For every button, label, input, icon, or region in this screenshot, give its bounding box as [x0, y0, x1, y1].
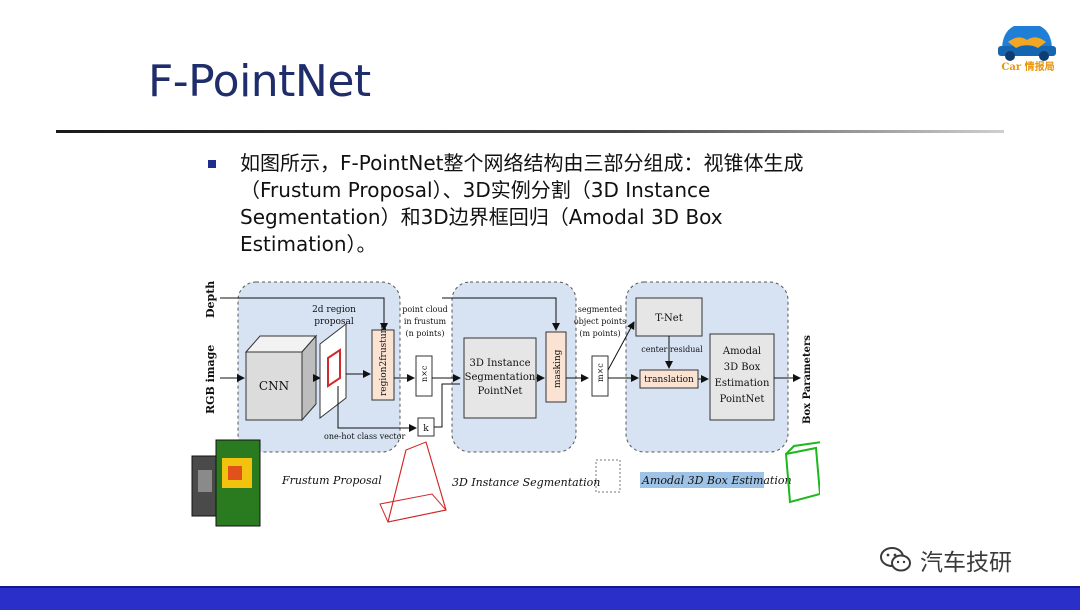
wechat-icon	[880, 547, 911, 572]
skip-to-masking	[442, 297, 560, 331]
bullet-text: 如图所示，F-PointNet整个网络结构由三部分组成：视锥体生成（Frustu…	[240, 151, 804, 256]
segmented-label-2: object points	[574, 317, 626, 326]
center-residual-label: center residual	[641, 345, 703, 354]
masking-label: masking	[553, 349, 563, 388]
cnn-block	[245, 351, 303, 421]
3d-box-wireframe	[784, 446, 820, 504]
mxc-label: m×c	[596, 363, 605, 382]
region-proposal-plane	[319, 322, 347, 420]
point-cloud-label-1: point cloud	[402, 305, 448, 314]
segmentation-label-1: 3D Instance	[469, 358, 530, 369]
region2frustum-block	[371, 329, 395, 401]
translation-label: translation	[644, 375, 694, 385]
cnn-label: CNN	[259, 379, 289, 393]
amodal-label-4: PointNet	[720, 394, 765, 405]
fpointnet-architecture-diagram: Depth RGB image CNN 2d region proposal r…	[191, 281, 820, 527]
nxc-label: n×c	[420, 365, 429, 382]
bottom-bar	[0, 586, 1080, 610]
segmented-label-3: (m points)	[579, 329, 620, 338]
depth-arrow	[220, 297, 388, 331]
watermark: 汽车技研	[880, 544, 1012, 576]
segmentation-pointnet-block	[463, 337, 537, 419]
slide-title: F-PointNet	[148, 56, 371, 107]
segmented-points-sketch	[595, 459, 621, 493]
depth-label: Depth	[204, 281, 217, 318]
amodal-label-3: Estimation	[715, 378, 770, 389]
segmentation-label-3: PointNet	[478, 386, 523, 397]
region-proposal-label-1: 2d region	[312, 305, 356, 315]
region2frustum-label: region2frustum	[379, 324, 389, 396]
tnet-label: T-Net	[655, 313, 682, 324]
onehot-label: one-hot class vector	[324, 432, 405, 441]
amodal-pointnet-block	[709, 333, 775, 421]
point-cloud-label-2: in frustum	[404, 317, 447, 326]
tnet-block	[635, 297, 703, 337]
segmented-label-1: segmented	[578, 305, 623, 314]
bullet-marker	[208, 160, 216, 168]
segmentation-label-2: Segmentation	[465, 372, 536, 383]
frustum-proposal-stage-label: Frustum Proposal	[281, 474, 382, 487]
masking-block	[545, 331, 567, 403]
amodal-label-2: 3D Box	[724, 362, 761, 373]
car-logo-icon	[998, 26, 1056, 61]
mxc-tensor	[591, 355, 609, 397]
region-proposal-box	[327, 348, 341, 388]
k-label: k	[423, 424, 429, 434]
onehot-arrow	[337, 386, 417, 432]
logo-text: Car 情报局	[1001, 62, 1055, 73]
segmentation-stage-label: 3D Instance Segmentation	[452, 476, 600, 489]
watermark-text: 汽车技研	[920, 550, 1012, 576]
amodal-label-1: Amodal	[722, 346, 761, 357]
title-divider	[56, 130, 1004, 133]
point-cloud-label-3: (n points)	[406, 329, 445, 338]
box-estimation-stage-label: Amodal 3D Box Estimation	[641, 474, 792, 487]
region-proposal-label-2: proposal	[314, 317, 354, 327]
box-parameters-label: Box Parameters	[802, 335, 813, 424]
nxc-tensor	[415, 355, 433, 397]
rgb-image-label: RGB image	[204, 345, 217, 414]
